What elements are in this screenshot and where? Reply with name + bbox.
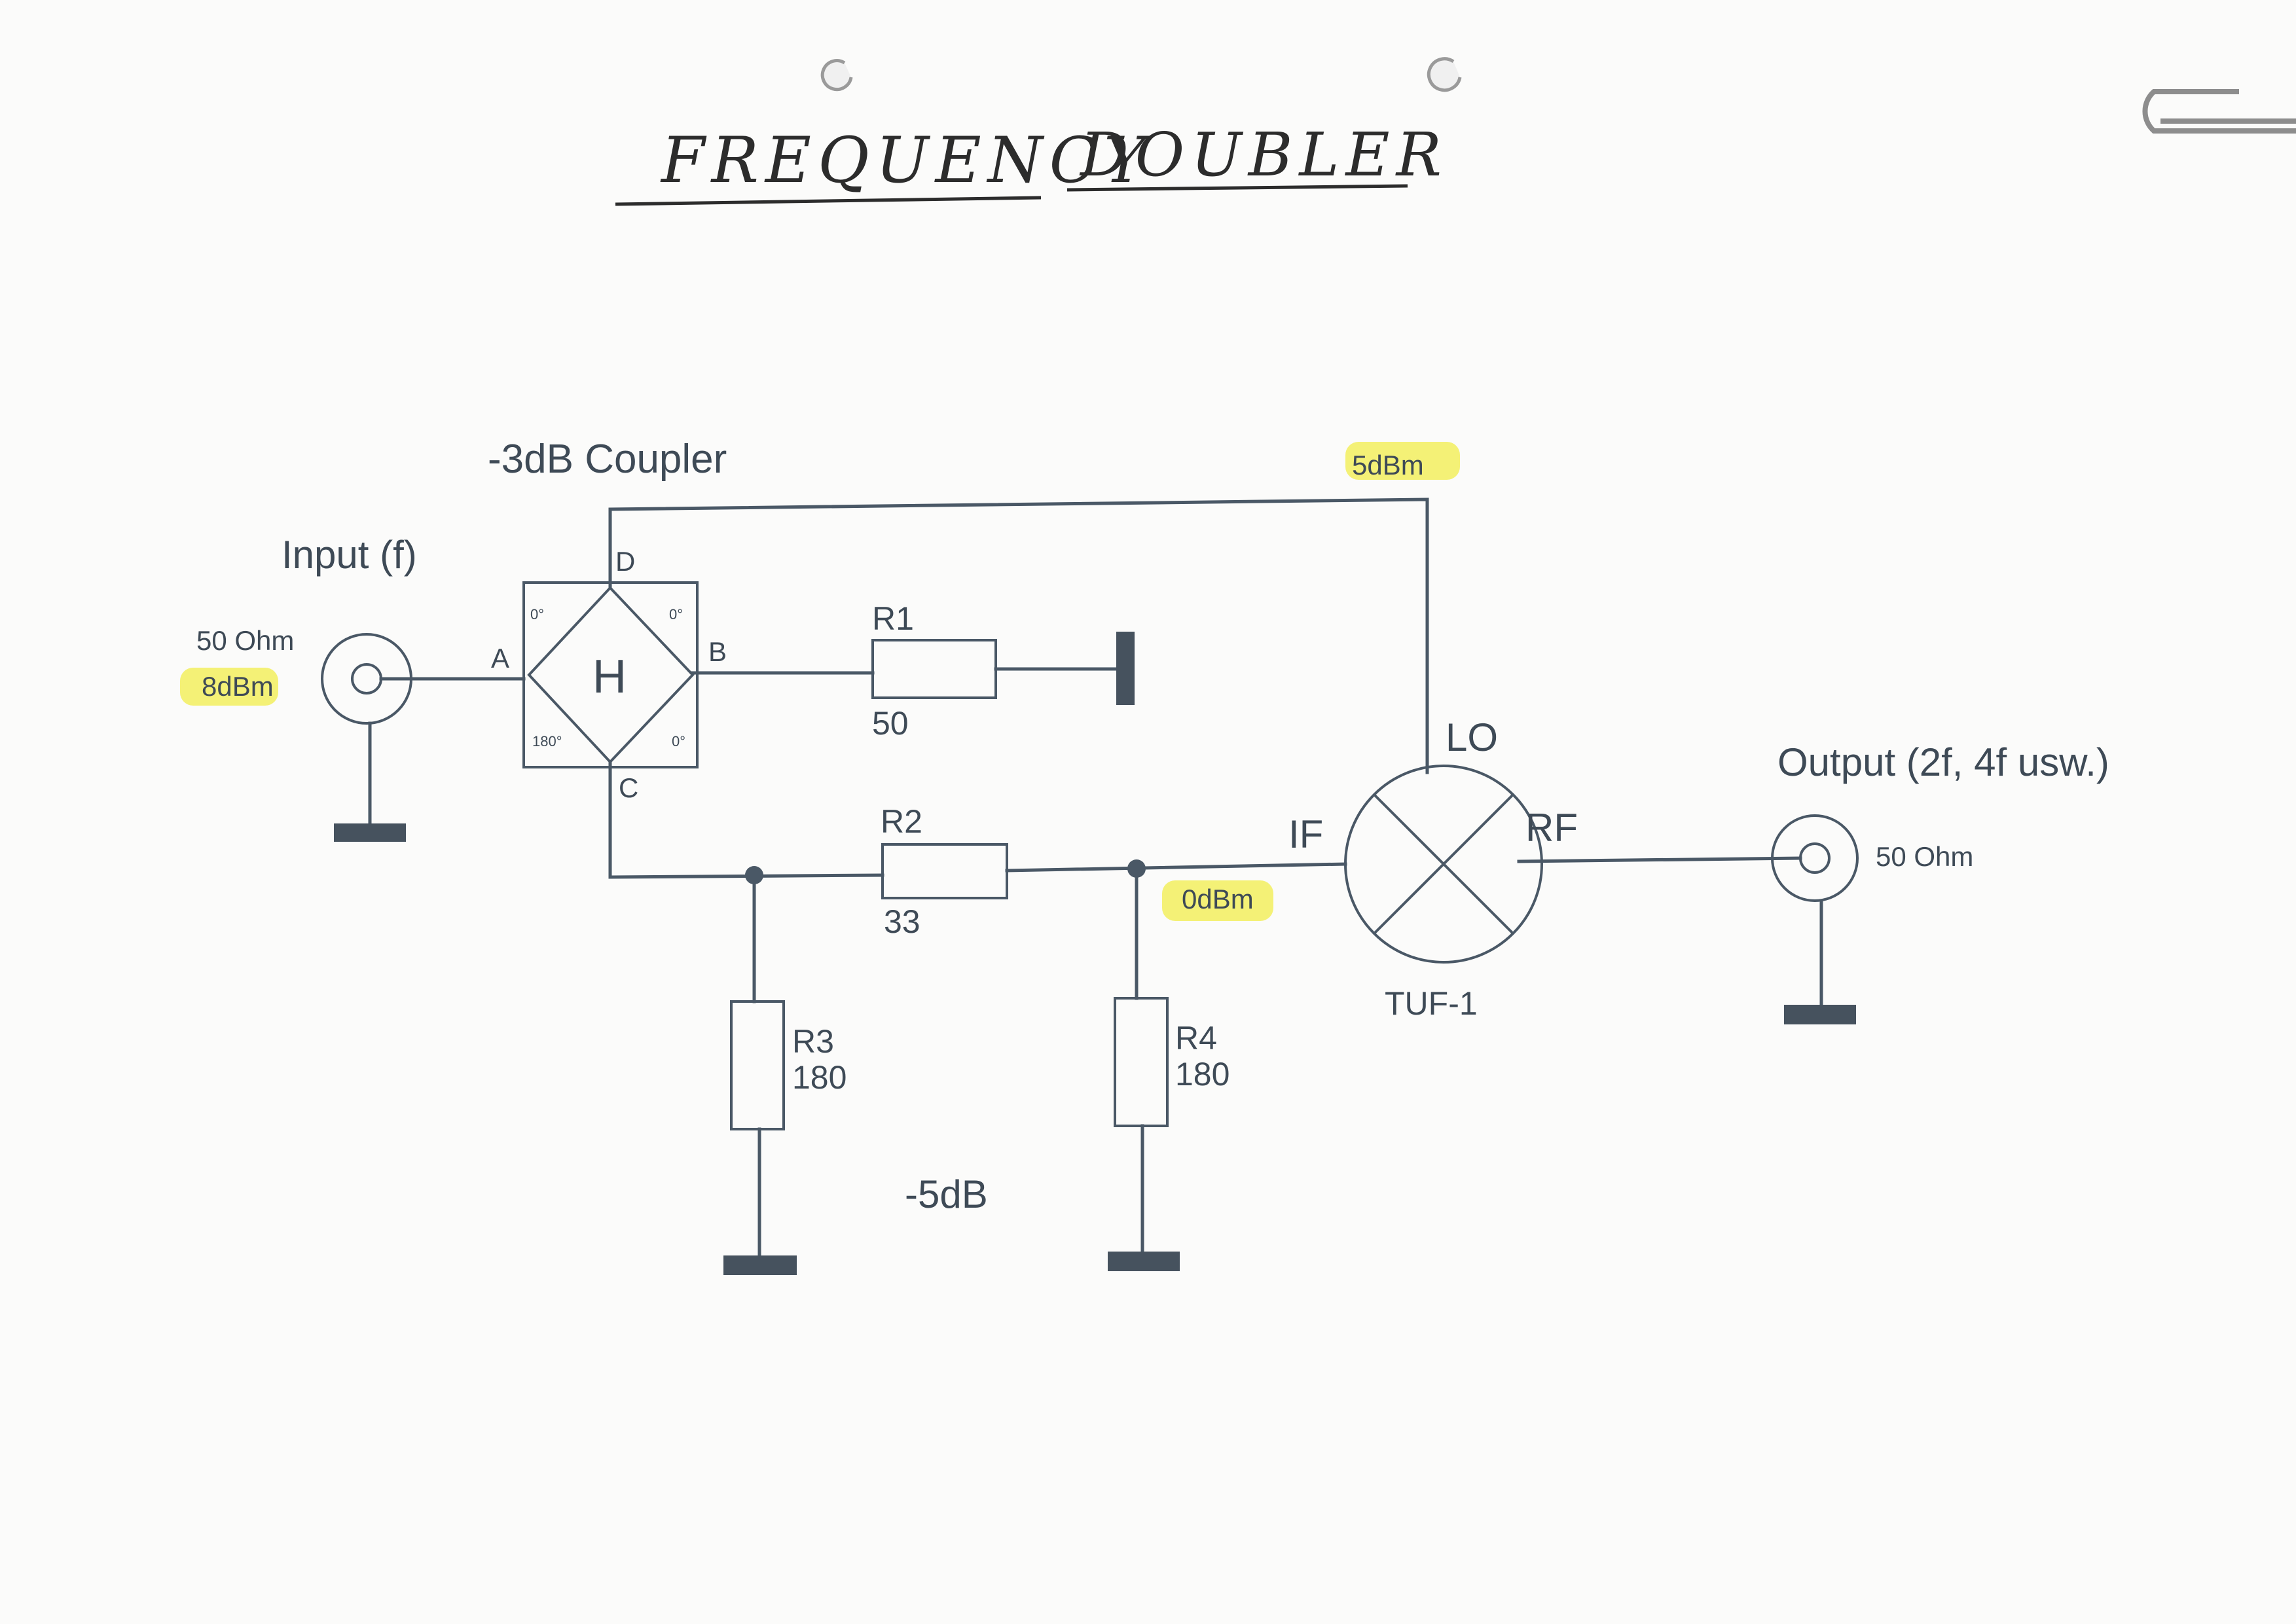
coupler-port-c: C [619, 772, 638, 803]
punch-hole-right [1427, 57, 1462, 92]
resistor-r1-name: R1 [872, 600, 914, 637]
wire-d-to-lo [608, 497, 1429, 774]
ground-icon [1784, 1005, 1856, 1024]
resistor-r2-name: R2 [881, 803, 922, 840]
if-level-highlight [1162, 880, 1273, 921]
wire-rf-to-output [1517, 856, 1802, 863]
coupler-symbol: H [592, 651, 627, 703]
resistor-r2-value: 33 [884, 903, 920, 940]
output-connector-outer [1771, 814, 1859, 902]
output-connector-inner [1799, 842, 1831, 874]
punch-hole-left [820, 59, 853, 92]
mixer-port-rf: RF [1525, 806, 1578, 850]
ground-icon [723, 1255, 797, 1275]
ground-icon [334, 823, 406, 842]
coupler-port-a: A [491, 643, 509, 674]
wire-c-to-r2 [608, 760, 884, 879]
title-doubler: DOUBLER [1079, 120, 1448, 190]
resistor-r4-value: 180 [1175, 1056, 1230, 1092]
input-impedance: 50 Ohm [196, 625, 294, 656]
title-frequency: FREQUENCY [660, 124, 1152, 197]
coupler-angle-bottom-right: 0° [672, 733, 685, 749]
title-underline-1 [615, 196, 1042, 206]
resistor-r3-value: 180 [792, 1059, 847, 1096]
mixer-symbol [1344, 765, 1543, 964]
coupler-title: -3dB Coupler [488, 437, 727, 482]
paperclip-icon [2142, 89, 2296, 134]
if-level: 0dBm [1182, 884, 1254, 914]
coupler-angle-bottom-left: 180° [532, 733, 562, 749]
wire-r2-to-if [1005, 862, 1347, 873]
output-label: Output (2f, 4f usw.) [1777, 740, 2109, 784]
lo-level: 5dBm [1352, 450, 1424, 480]
attenuation-label: -5dB [905, 1172, 988, 1216]
ground-icon [1108, 1252, 1180, 1271]
mixer-cross-2 [1373, 793, 1514, 935]
resistor-r3-name: R3 [792, 1023, 834, 1060]
resistor-r1-value: 50 [872, 705, 909, 742]
coupler-port-d: D [615, 546, 635, 577]
coupler-angle-top-right: 0° [669, 606, 683, 623]
input-label: Input (f) [282, 533, 417, 577]
coupler-port-b: B [708, 636, 727, 667]
title-underline-2 [1066, 184, 1408, 192]
mixer-port-if: IF [1288, 812, 1323, 856]
coupler-angle-top-left: 0° [530, 606, 544, 623]
lo-level-highlight [1345, 442, 1460, 480]
resistor-r3 [730, 1000, 785, 1130]
ground-icon [1116, 632, 1135, 705]
mixer-name: TUF-1 [1385, 985, 1478, 1022]
input-level-highlight [180, 668, 278, 706]
resistor-r4-name: R4 [1175, 1020, 1217, 1056]
mixer-port-lo: LO [1446, 715, 1498, 759]
output-impedance: 50 Ohm [1876, 841, 1973, 872]
input-level: 8dBm [202, 671, 274, 702]
